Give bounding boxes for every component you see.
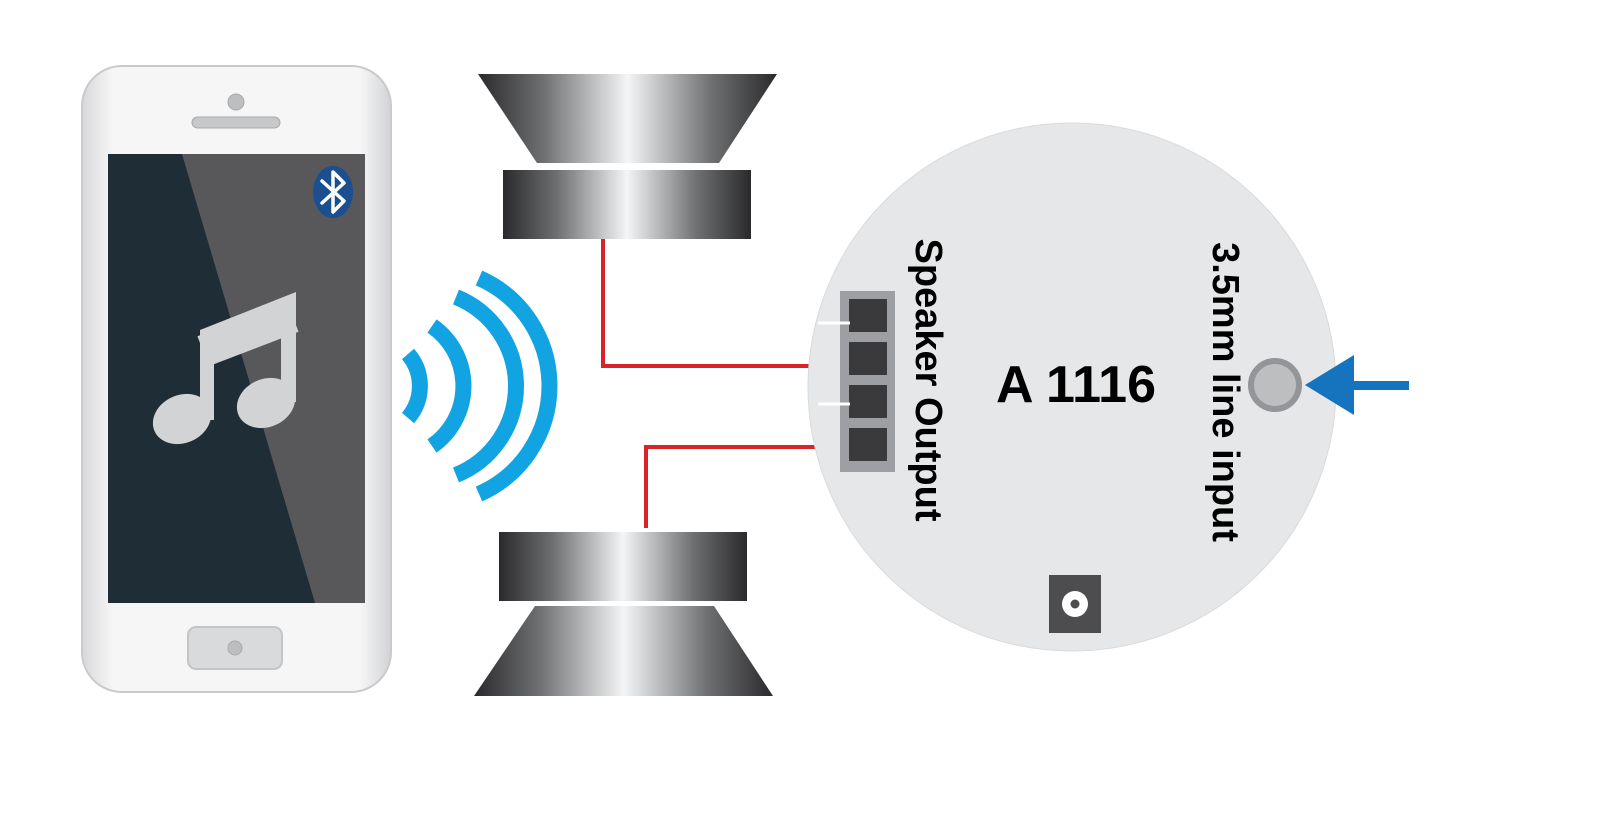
speaker-wires: [601, 239, 850, 528]
smartphone: [81, 65, 392, 693]
phone-earpiece: [191, 116, 281, 129]
wave-1: [401, 348, 428, 424]
phone-home-button-dot: [227, 640, 243, 656]
speaker-top-magnet: [503, 170, 751, 239]
bluetooth-icon: [313, 166, 353, 218]
speaker-bottom-cone: [474, 606, 773, 696]
terminal-4: [849, 428, 887, 461]
line-input-jack: [1248, 358, 1302, 412]
speaker-output-terminal-block: [818, 291, 895, 472]
terminal-1: [849, 299, 887, 332]
wire-top-speaker: [601, 239, 850, 368]
arrow-left-icon: [1305, 355, 1409, 415]
speaker-top: [478, 74, 777, 239]
module-model-label: A 1116: [996, 356, 1156, 414]
amplifier-board: Speaker Output A 1116 3.5mm line input: [807, 122, 1337, 652]
speaker-output-label: Speaker Output: [907, 239, 949, 522]
music-note-icon: [152, 292, 299, 445]
wire-bottom-speaker: [644, 445, 850, 528]
speaker-top-cone: [478, 74, 777, 163]
wave-2: [427, 319, 472, 453]
wireless-signal-icon: [401, 270, 558, 502]
speaker-bottom-magnet: [499, 532, 747, 601]
power-connector: [1049, 575, 1101, 633]
wave-3: [452, 289, 525, 483]
line-input-label: 3.5mm line input: [1204, 242, 1246, 542]
wave-4: [475, 270, 558, 502]
phone-screen: [108, 154, 365, 603]
terminal-3: [849, 385, 887, 418]
terminal-2: [849, 342, 887, 375]
speaker-bottom: [474, 532, 773, 696]
phone-front-camera: [227, 93, 245, 111]
